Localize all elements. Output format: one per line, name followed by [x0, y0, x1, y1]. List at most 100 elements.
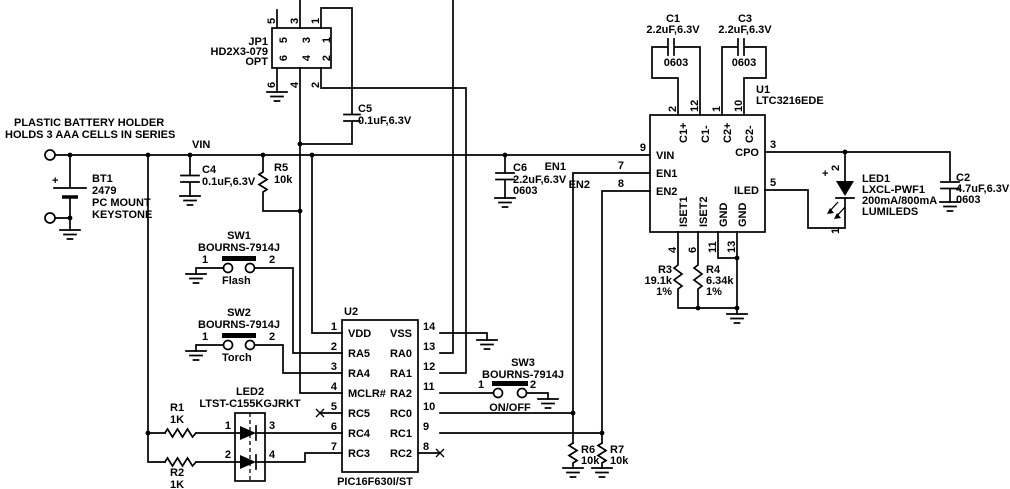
led1-ref: LED1 — [862, 173, 890, 185]
led1-diode — [836, 181, 854, 196]
component-r2: R2 1K — [170, 467, 184, 489]
net-label-en2: EN2 — [569, 179, 590, 191]
component-bt1: PLASTIC BATTERY HOLDER HOLDS 3 AAA CELLS… — [5, 117, 175, 221]
jp1-pin6-in: 6 — [278, 55, 290, 61]
component-r6: R6 10k — [581, 444, 600, 467]
sw3-ref: SW3 — [511, 357, 535, 369]
r7-resistor-symbol — [596, 441, 608, 469]
component-c2: C2 4.7uF,6.3V 0603 — [956, 172, 1010, 206]
battery-terminal-pos — [44, 149, 56, 161]
c6-ref: C6 — [513, 162, 527, 174]
u2-num-12: 12 — [423, 361, 435, 373]
r7-value: 10k — [610, 455, 629, 467]
c2-size: 0603 — [956, 194, 980, 206]
u1-pin-c1n: C1- — [700, 125, 712, 143]
u2-part: PIC16F630I/ST — [337, 476, 413, 488]
battery-note-1: PLASTIC BATTERY HOLDER — [14, 117, 164, 129]
c6-size: 0603 — [513, 185, 537, 197]
c3-size: 0603 — [732, 57, 756, 69]
bt1-plus: + — [52, 175, 58, 187]
u1-pin-iset1: ISET1 — [678, 196, 690, 227]
component-c5: C5 0.1uF,6.3V — [358, 103, 412, 127]
u1-pin-en2: EN2 — [656, 186, 677, 198]
component-sw2: SW2 BOURNS-7914J Torch 1 2 — [198, 307, 280, 364]
u2-num-7: 7 — [331, 441, 337, 453]
u2-pin-rc0: RC0 — [390, 408, 412, 420]
component-c3: C3 2.2uF,6.3V 0603 — [718, 13, 772, 69]
r4-value: 6.34k — [706, 275, 734, 287]
led1-pin2: 2 — [830, 165, 842, 171]
sw3-pin2: 2 — [530, 379, 536, 391]
u1-pin-c1p: C1+ — [678, 123, 690, 144]
jp1-pin3-out: 3 — [289, 18, 301, 24]
led1-pin1: 1 — [830, 228, 842, 234]
u2-pin-rc4: RC4 — [348, 428, 371, 440]
jp1-pin5-in: 5 — [278, 37, 290, 43]
r6-value: 10k — [581, 455, 600, 467]
u2-num-5: 5 — [331, 401, 337, 413]
component-sw3: SW3 BOURNS-7914J ON/OFF 1 2 — [478, 357, 564, 414]
u2-pin-rc1: RC1 — [390, 428, 412, 440]
u2-num-9: 9 — [423, 421, 429, 433]
bt1-part: 2479 — [92, 185, 116, 197]
u2-pin-ra0: RA0 — [390, 348, 412, 360]
component-r4: R4 6.34k 1% — [706, 264, 734, 298]
c3-value: 2.2uF,6.3V — [718, 24, 772, 36]
component-c4: C4 0.1uF,6.3V — [202, 164, 256, 188]
u1-num-7: 7 — [618, 160, 624, 172]
led2-pin3: 3 — [269, 420, 275, 432]
nc-rc2 — [435, 448, 445, 458]
led2-part: LTST-C155KGJRKT — [199, 398, 301, 410]
battery-terminal-neg — [44, 212, 56, 224]
r3-value: 19.1k — [644, 275, 672, 287]
u1-num-4: 4 — [667, 246, 679, 253]
u2-num-6: 6 — [331, 421, 337, 433]
u2-pin-rc5: RC5 — [348, 408, 370, 420]
jp1-pin4-in: 4 — [301, 54, 313, 61]
u2-pin-mclr: MCLR# — [348, 388, 386, 400]
u1-pin-vin: VIN — [656, 150, 674, 162]
u1-num-11: 11 — [707, 241, 719, 253]
c2-value: 4.7uF,6.3V — [956, 183, 1010, 195]
r7-ref: R7 — [610, 444, 624, 456]
c1-value: 2.2uF,6.3V — [646, 24, 700, 36]
wires — [44, 0, 960, 469]
r1-value: 1K — [170, 414, 184, 426]
u2-num-4: 4 — [331, 381, 338, 393]
component-led2: LED2 LTST-C155KGJRKT 1 3 2 4 — [199, 386, 301, 482]
u1-num-9: 9 — [640, 142, 646, 154]
r1-resistor-symbol — [163, 427, 198, 439]
u1-num-1: 1 — [711, 106, 723, 112]
c2-ref: C2 — [956, 172, 970, 184]
u2-pin-ra2: RA2 — [390, 388, 412, 400]
u2-num-11: 11 — [423, 381, 435, 393]
jp1-pin2-in: 2 — [321, 55, 333, 61]
r6-ref: R6 — [581, 444, 595, 456]
component-c1: C1 2.2uF,6.3V 0603 — [646, 13, 700, 69]
sw1-pin2: 2 — [269, 254, 275, 266]
u1-pin-en1: EN1 — [656, 168, 677, 180]
component-sw1: SW1 BOURNS-7914J Flash 1 2 — [198, 230, 280, 287]
jp1-pin3-in: 3 — [301, 37, 313, 43]
r4-tol: 1% — [706, 286, 722, 298]
component-u2: U2 PIC16F630I/ST VDD RA5 RA4 MCLR# RC5 R… — [331, 306, 436, 488]
component-r5: R5 10k — [274, 162, 293, 186]
led1-mfr: LUMILEDS — [862, 206, 918, 218]
u1-num-6: 6 — [687, 247, 699, 253]
net-label-vin: VIN — [192, 139, 210, 151]
led2-diode-b — [240, 455, 256, 469]
u2-num-3: 3 — [331, 361, 337, 373]
u1-ref: U1 — [756, 84, 770, 96]
r4-ref: R4 — [706, 264, 721, 276]
u1-part: LTC3216EDE — [756, 95, 824, 107]
u1-num-13: 13 — [726, 241, 738, 253]
u2-num-1: 1 — [331, 321, 337, 333]
r4-resistor-symbol — [692, 231, 704, 309]
jp1-pin5-out: 5 — [266, 18, 278, 24]
no-connect-marks — [315, 408, 445, 458]
battery-note-2: HOLDS 3 AAA CELLS IN SERIES — [5, 129, 175, 141]
jp1-pin2-out: 2 — [310, 82, 322, 88]
led2-pin4: 4 — [269, 449, 276, 461]
c5-ref: C5 — [358, 103, 372, 115]
